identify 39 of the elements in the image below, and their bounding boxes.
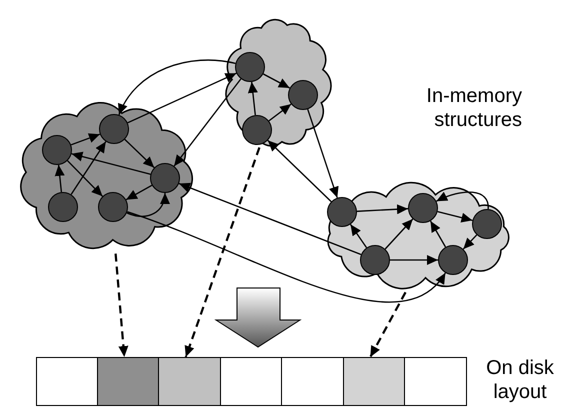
arrow — [384, 218, 414, 250]
arrow — [437, 210, 473, 223]
arrow — [127, 72, 237, 124]
arrow — [356, 204, 408, 214]
arrow — [174, 78, 242, 166]
arrow — [54, 164, 65, 192]
arrow — [71, 152, 151, 175]
arrow — [70, 141, 106, 195]
arrow — [462, 234, 478, 250]
label-text: On disk layout — [485, 356, 555, 404]
arrow — [70, 133, 100, 146]
arrow — [267, 140, 332, 202]
arrow — [430, 220, 446, 248]
arrow — [350, 224, 368, 248]
arrow — [248, 82, 258, 116]
dashed-arrow — [184, 147, 260, 358]
dashed-arrow — [114, 254, 128, 358]
disk-block — [159, 357, 220, 406]
arrow — [126, 192, 170, 217]
disk-block — [405, 357, 466, 406]
dashed-arrow — [369, 292, 406, 358]
arrow — [268, 104, 292, 122]
graph-node-circle — [327, 197, 357, 227]
disk-block — [344, 357, 405, 406]
arrow — [124, 138, 155, 168]
disk-block — [36, 357, 98, 406]
arrow — [307, 109, 339, 198]
arrow — [118, 60, 236, 116]
label-text: In-memory structures — [425, 84, 522, 132]
disk-block — [98, 357, 159, 406]
arrow — [127, 211, 446, 303]
arrow — [67, 160, 103, 197]
disk-block — [282, 357, 344, 406]
arrow — [126, 184, 152, 200]
arrow — [178, 182, 362, 256]
disk-block — [220, 357, 282, 406]
arrow — [263, 73, 290, 89]
arrow — [390, 255, 438, 265]
arrow — [436, 192, 489, 210]
